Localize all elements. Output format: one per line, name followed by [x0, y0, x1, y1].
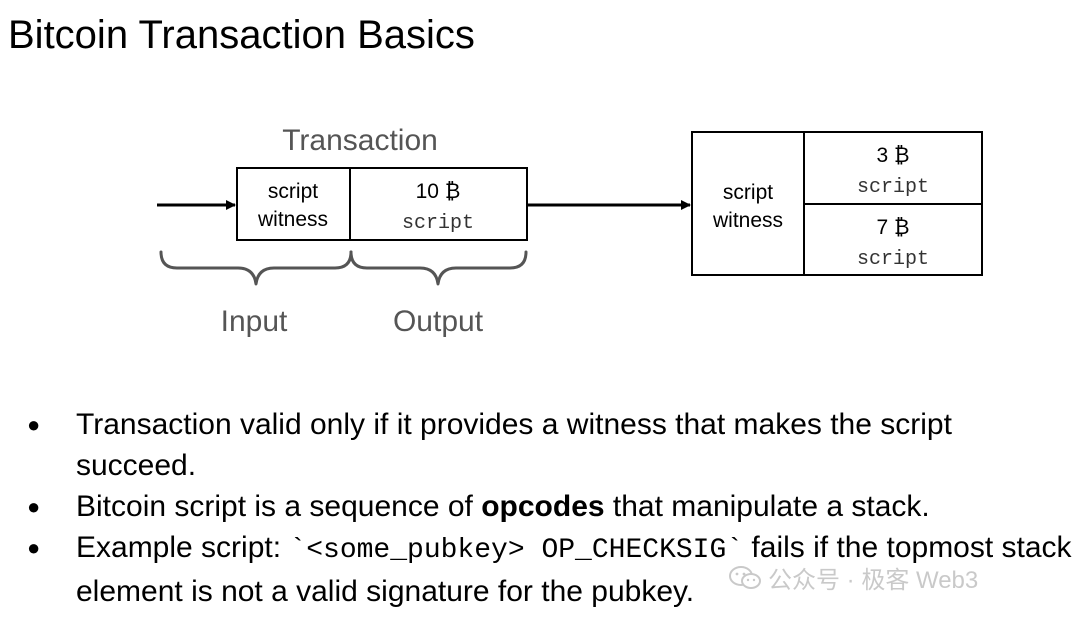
transaction-input-cell — [236, 167, 351, 241]
bullet-bold-term: opcodes — [481, 490, 605, 523]
bullet-dot-icon: ● — [27, 535, 41, 560]
next-tx-output-1-amount: 3 ₿ — [876, 144, 909, 167]
output-script-label: script — [402, 212, 474, 235]
transaction-diagram: Transaction script witness 10 ₿ script s… — [157, 124, 983, 338]
example-script-code: `<some_pubkey> OP_CHECKSIG` — [289, 535, 744, 566]
output-amount: 10 ₿ — [416, 180, 461, 203]
slide-title: Bitcoin Transaction Basics — [8, 13, 475, 57]
bullet-item-example: ● Example script: `<some_pubkey> OP_CHEC… — [24, 527, 1074, 612]
input-brace-label: Input — [221, 305, 288, 338]
bullet-text-post: fails if the topmost stack element is no… — [76, 531, 1072, 608]
input-brace — [159, 250, 353, 286]
bullet-list: ● Transaction valid only if it provides … — [24, 404, 1074, 612]
output-brace-label: Output — [393, 305, 484, 338]
next-tx-witness-label: witness — [712, 209, 783, 232]
input-witness-label: witness — [257, 208, 328, 231]
next-tx-script-label: script — [723, 181, 773, 204]
bullet-text-post: that manipulate a stack. — [604, 490, 930, 523]
transaction-label: Transaction — [282, 124, 438, 157]
next-tx-input-cell — [691, 131, 805, 276]
bullet-text: Transaction valid only if it provides a … — [76, 408, 952, 482]
watermark-text: 公众号 · 极客 Web3 — [768, 567, 979, 594]
transaction-output-cell — [349, 167, 528, 241]
bullet-item-validity: ● Transaction valid only if it provides … — [24, 404, 1074, 486]
next-tx-output-2-script: script — [857, 248, 929, 271]
next-tx-output-cell-2 — [803, 203, 983, 276]
next-tx-output-2-amount: 7 ₿ — [876, 216, 909, 239]
bullet-dot-icon: ● — [27, 494, 41, 519]
bullet-text-pre: Bitcoin script is a sequence of — [76, 490, 482, 523]
output-brace — [349, 250, 528, 286]
bullet-item-opcodes: ● Bitcoin script is a sequence of opcode… — [24, 486, 1074, 527]
input-script-label: script — [268, 180, 318, 203]
bullet-dot-icon: ● — [27, 412, 41, 437]
next-tx-output-1-script: script — [857, 176, 929, 199]
bullet-text-pre: Example script: — [76, 531, 290, 564]
next-tx-output-cell-1 — [803, 131, 983, 205]
wechat-icon — [729, 565, 761, 589]
watermark: 公众号 · 极客 Web3 — [728, 560, 978, 595]
